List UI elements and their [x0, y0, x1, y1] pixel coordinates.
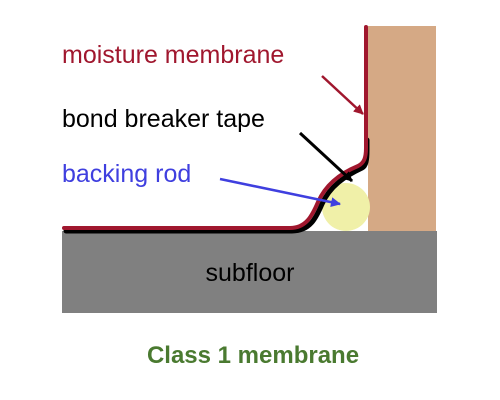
- label-subfloor: subfloor: [206, 259, 295, 287]
- moisture-membrane: [62, 25, 368, 230]
- backing-rod-arrow: [219, 177, 341, 208]
- bond-breaker-tape: [63, 137, 370, 234]
- membrane-arrow: [321, 75, 364, 115]
- label-backing-rod: backing rod: [62, 160, 191, 188]
- backing-rod: [322, 183, 370, 231]
- caption: Class 1 membrane: [147, 342, 359, 369]
- subfloor-slab: [62, 231, 437, 313]
- tape-arrow: [298, 131, 354, 183]
- label-bond-breaker-tape: bond breaker tape: [62, 105, 265, 133]
- label-moisture-membrane: moisture membrane: [62, 41, 284, 69]
- wall: [368, 26, 436, 231]
